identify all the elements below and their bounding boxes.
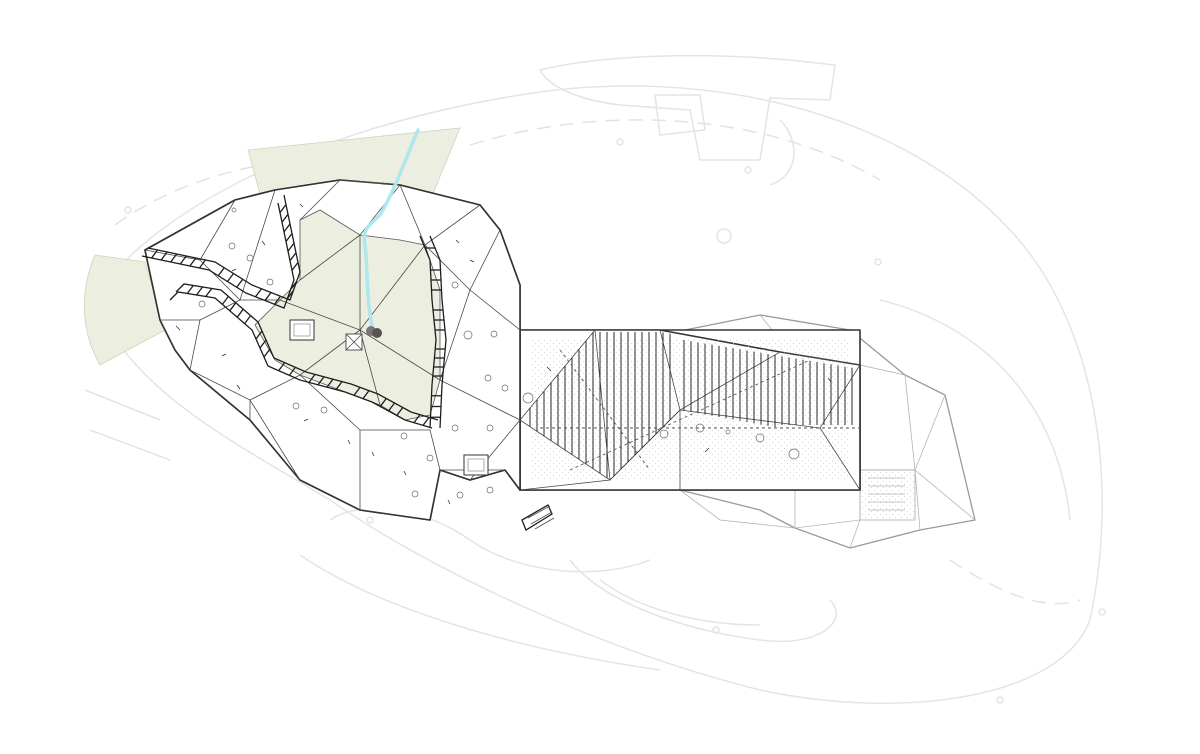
- hatch-line: [273, 295, 282, 305]
- hatch-line: [286, 290, 294, 300]
- central-pavilion-roof: [519, 329, 861, 491]
- hatch-line: [189, 257, 197, 267]
- hatch-line: [198, 259, 206, 269]
- hatch-line: [179, 255, 187, 265]
- hatch-line: [288, 366, 296, 376]
- hatch-line: [326, 378, 334, 388]
- hatch-line: [308, 374, 316, 383]
- view-cone-west: [83, 254, 166, 366]
- hatch-line: [217, 267, 225, 277]
- hatch-line: [229, 302, 237, 312]
- hatch-line: [226, 273, 235, 282]
- hatch-line: [281, 213, 289, 223]
- hatch-line: [263, 348, 271, 358]
- hatch-line: [290, 280, 298, 290]
- hatch-line: [151, 249, 159, 259]
- hatch-line: [170, 253, 178, 263]
- hatch-line: [236, 308, 244, 318]
- hatch-line: [279, 204, 287, 214]
- hatch-line: [283, 223, 291, 233]
- hatch-line: [244, 315, 252, 324]
- hatch-line: [195, 286, 204, 296]
- hatch-line: [289, 252, 297, 262]
- pebbles: [198, 207, 509, 499]
- hatch-line: [160, 251, 168, 261]
- hatch-line: [287, 242, 295, 252]
- hatched-zone-east: [683, 340, 853, 428]
- hatch-line: [259, 339, 267, 349]
- monument-marker: [366, 326, 382, 338]
- stream: [362, 128, 420, 328]
- hatch-line: [317, 376, 325, 386]
- hatch-line: [396, 407, 404, 416]
- lower-walkway-stair: [169, 283, 439, 429]
- west-rock-roof: [141, 179, 521, 521]
- hatch-line: [379, 398, 387, 407]
- hatch-line: [278, 362, 286, 372]
- square-feature-north: [289, 319, 315, 341]
- hatch-line: [353, 386, 361, 396]
- hatch-line: [236, 278, 244, 288]
- hatch-line: [205, 288, 213, 297]
- east-walkway-stair: [419, 235, 447, 429]
- square-feature-south: [463, 454, 489, 476]
- hatch-line: [285, 233, 293, 242]
- hatch-line: [422, 416, 430, 426]
- hatch-line: [221, 296, 229, 305]
- hatch-line: [291, 261, 299, 271]
- hatch-line: [413, 414, 421, 424]
- upper-walkway-stair: [141, 194, 301, 309]
- hatch-line: [335, 381, 343, 390]
- hatch-line: [186, 285, 194, 294]
- entry-stair: [521, 504, 555, 531]
- hatch-line: [264, 292, 272, 301]
- hatch-line: [387, 402, 396, 412]
- hatch-line: [362, 390, 370, 400]
- hatch-line: [255, 330, 263, 340]
- hatch-line: [254, 288, 263, 298]
